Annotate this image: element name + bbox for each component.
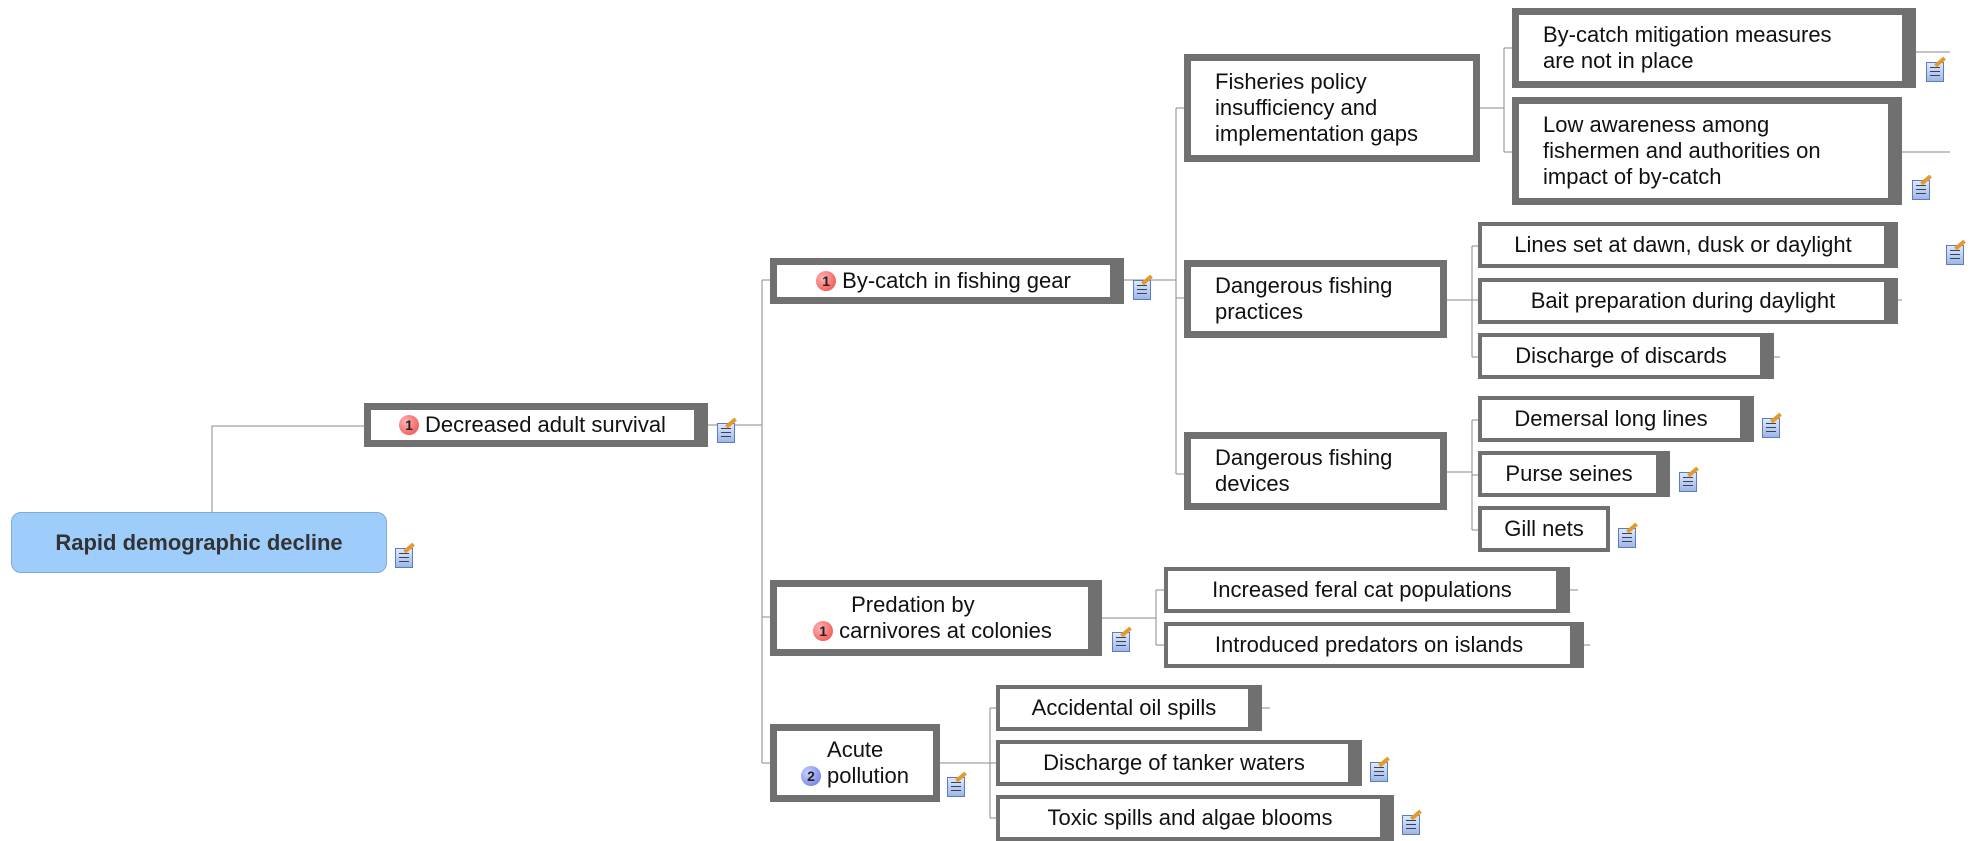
node-oil-spills[interactable]: Accidental oil spills: [996, 685, 1262, 731]
node-dangerous-devices[interactable]: Dangerous fishing devices: [1184, 432, 1447, 510]
note-icon[interactable]: [1926, 62, 1944, 82]
node-label: By-catch mitigation measures are not in …: [1543, 22, 1832, 73]
node-acute-pollution[interactable]: Acute 2 pollution: [770, 724, 940, 802]
note-icon[interactable]: [1112, 632, 1130, 652]
node-discharge-discards[interactable]: Discharge of discards: [1478, 333, 1774, 379]
node-label: Discharge of discards: [1515, 343, 1727, 368]
node-label: Fisheries policy insufficiency and imple…: [1215, 69, 1419, 146]
note-icon[interactable]: [1946, 245, 1964, 265]
node-predation[interactable]: Predation by 1 carnivores at colonies: [770, 580, 1102, 656]
node-feral-cats[interactable]: Increased feral cat populations: [1164, 567, 1570, 613]
root-label: Rapid demographic decline: [55, 529, 343, 555]
node-label: Bait preparation during daylight: [1530, 288, 1836, 313]
priority-badge-icon: 2: [801, 766, 822, 786]
node-bycatch-fishing-gear[interactable]: 1 By-catch in fishing gear: [770, 258, 1124, 304]
node-gill-nets[interactable]: Gill nets: [1478, 506, 1610, 552]
note-icon[interactable]: [717, 423, 735, 443]
node-label-line1: Predation by: [851, 592, 975, 617]
note-icon[interactable]: [947, 777, 965, 797]
node-label: Demersal long lines: [1514, 406, 1708, 431]
node-label: Increased feral cat populations: [1212, 577, 1512, 602]
node-lines-set[interactable]: Lines set at dawn, dusk or daylight: [1478, 222, 1898, 268]
node-introduced-predators[interactable]: Introduced predators on islands: [1164, 622, 1584, 668]
note-icon[interactable]: [1402, 815, 1420, 835]
node-label: Purse seines: [1505, 461, 1633, 486]
priority-badge-icon: 1: [816, 271, 837, 291]
node-label-line2: pollution: [827, 763, 909, 788]
node-label: Dangerous fishing practices: [1215, 273, 1393, 324]
node-label: Accidental oil spills: [1031, 695, 1217, 720]
node-label: Gill nets: [1504, 516, 1584, 541]
node-label: Dangerous fishing devices: [1215, 445, 1393, 496]
node-label: By-catch in fishing gear: [842, 268, 1071, 293]
node-label-line1: Acute: [827, 737, 884, 762]
note-icon[interactable]: [1762, 418, 1780, 438]
node-dangerous-practices[interactable]: Dangerous fishing practices: [1184, 260, 1447, 338]
node-mitigation-measures[interactable]: By-catch mitigation measures are not in …: [1512, 8, 1916, 88]
node-label: Low awareness among fishermen and author…: [1543, 112, 1821, 189]
note-icon[interactable]: [1133, 280, 1151, 300]
note-icon[interactable]: [1912, 180, 1930, 200]
note-icon[interactable]: [395, 548, 413, 568]
node-toxic-spills[interactable]: Toxic spills and algae blooms: [996, 795, 1394, 841]
node-label: Toxic spills and algae blooms: [1047, 805, 1333, 830]
node-label: Lines set at dawn, dusk or daylight: [1514, 232, 1852, 257]
node-demersal-long-lines[interactable]: Demersal long lines: [1478, 396, 1754, 442]
priority-badge-icon: 1: [399, 415, 420, 435]
note-icon[interactable]: [1679, 472, 1697, 492]
node-purse-seines[interactable]: Purse seines: [1478, 451, 1670, 497]
root-node[interactable]: Rapid demographic decline: [11, 512, 387, 573]
priority-badge-icon: 1: [813, 621, 834, 641]
node-bait-preparation[interactable]: Bait preparation during daylight: [1478, 278, 1898, 324]
node-fisheries-policy[interactable]: Fisheries policy insufficiency and imple…: [1184, 54, 1480, 162]
node-low-awareness[interactable]: Low awareness among fishermen and author…: [1512, 97, 1902, 205]
node-decreased-adult-survival[interactable]: 1 Decreased adult survival: [364, 403, 708, 447]
node-tanker-waters[interactable]: Discharge of tanker waters: [996, 740, 1362, 786]
note-icon[interactable]: [1618, 528, 1636, 548]
node-label: Discharge of tanker waters: [1043, 750, 1305, 775]
note-icon[interactable]: [1370, 762, 1388, 782]
node-label: Introduced predators on islands: [1214, 632, 1524, 657]
node-label: Decreased adult survival: [425, 412, 666, 437]
node-label-line2: carnivores at colonies: [839, 618, 1052, 643]
